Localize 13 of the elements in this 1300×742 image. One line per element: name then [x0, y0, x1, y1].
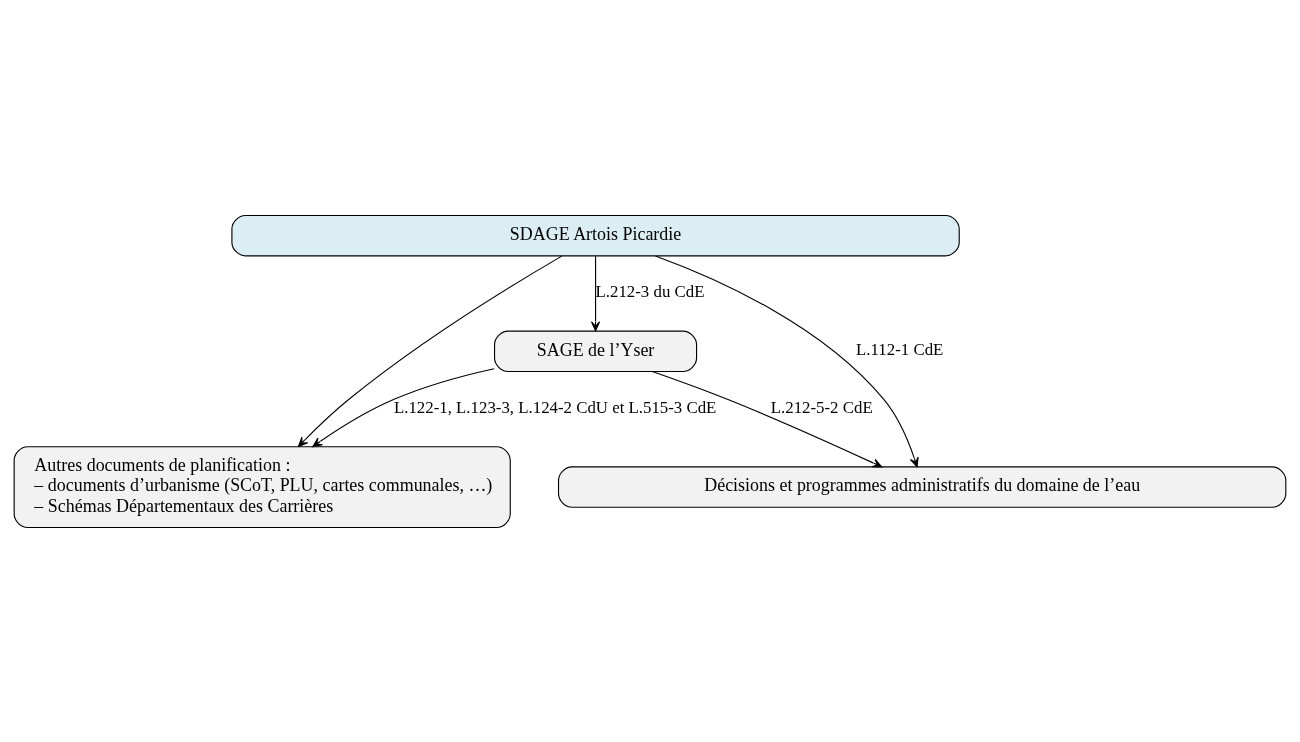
node-box: Décisions et programmes administratifs du domaine de l’eau — [557, 465, 1287, 508]
node-box: Autres documents de planification : – documents d’urbanisme (SCoT, PLU, cartes communales, …) – Schémas Départementaux des Carrières — [13, 445, 511, 528]
node-box: SDAGE Artois Picardie — [231, 214, 960, 256]
edge-label: L.112-1 CdE — [856, 339, 944, 359]
edge-label: L.212-5-2 CdE — [770, 397, 873, 417]
arrow — [654, 254, 919, 467]
arrow — [590, 255, 601, 331]
edge-label: L.122-1, L.123-3, L.124-2 CdU et L.515-3 CdE — [393, 397, 717, 417]
arrow — [297, 255, 563, 447]
arrow — [312, 367, 495, 447]
edge-label: L.212-3 du CdE — [595, 281, 705, 301]
node-box: SAGE de l’Yser — [494, 330, 698, 372]
arrow — [651, 370, 883, 467]
